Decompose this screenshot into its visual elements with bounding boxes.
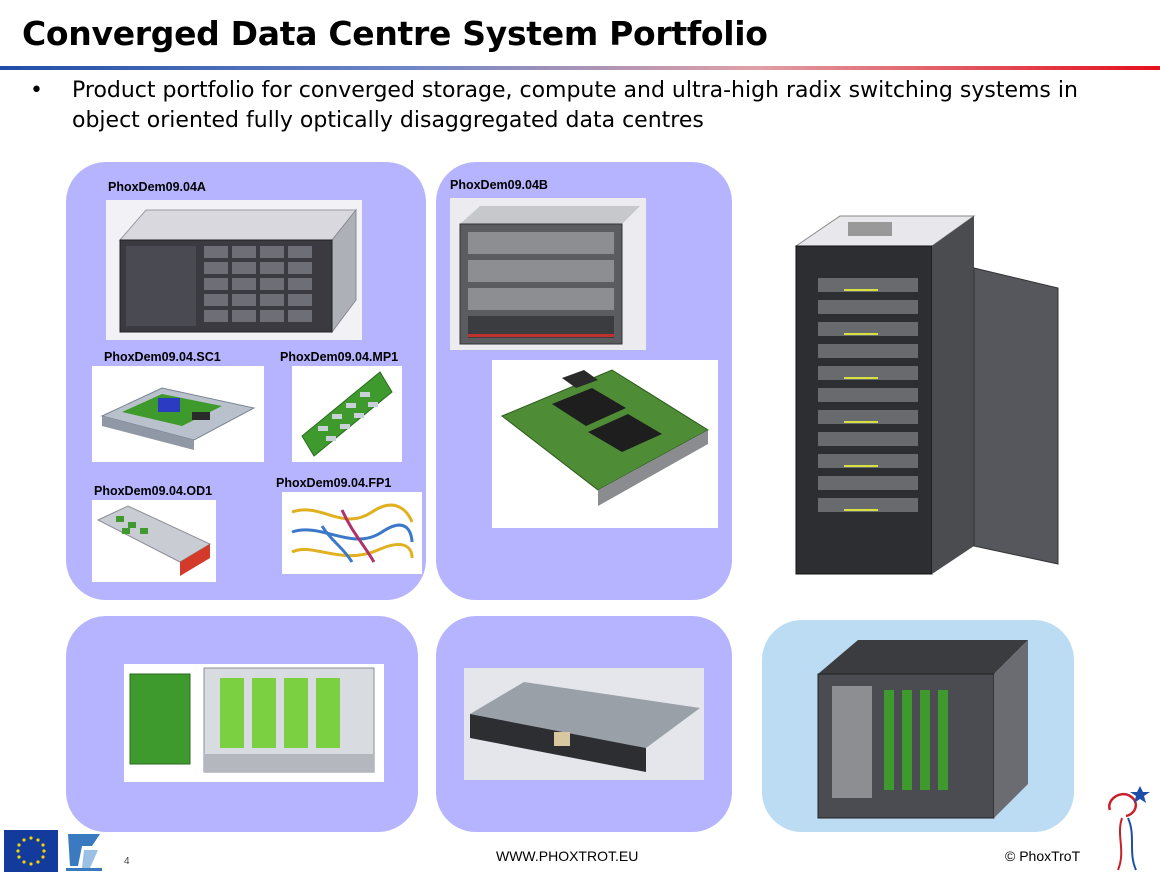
phoxtrot-logo-icon bbox=[1108, 786, 1150, 871]
slide-title: Converged Data Centre System Portfolio bbox=[22, 14, 768, 53]
eu-flag-icon bbox=[4, 830, 58, 872]
label-phoxdem-sc1: PhoxDem09.04.SC1 bbox=[104, 350, 221, 364]
switch-chassis-image bbox=[124, 664, 384, 782]
storage-chassis-image bbox=[106, 200, 362, 340]
panel-switch-chassis bbox=[66, 616, 418, 832]
bullet-text: Product portfolio for converged storage,… bbox=[72, 78, 1078, 133]
fp1-fibre-image bbox=[282, 492, 422, 574]
mp1-board-image bbox=[292, 366, 402, 462]
footer-website-link[interactable]: WWW.PHOXTROT.EU bbox=[496, 848, 639, 864]
server-unit-image bbox=[464, 668, 704, 780]
blade-enclosure-image bbox=[798, 634, 1034, 822]
panel-storage-family: PhoxDem09.04A PhoxDem09.04.SC1 PhoxDem09 bbox=[66, 162, 426, 600]
page-number: 4 bbox=[124, 856, 130, 867]
od1-drive-image bbox=[92, 500, 216, 582]
label-phoxdem-mp1: PhoxDem09.04.MP1 bbox=[280, 350, 399, 364]
panel-compute-family: PhoxDem09.04B bbox=[436, 162, 732, 600]
sc1-board-image bbox=[92, 366, 264, 462]
label-phoxdem-od1: PhoxDem09.04.OD1 bbox=[94, 484, 213, 498]
title-rule bbox=[0, 66, 1160, 70]
bullet-symbol: • bbox=[30, 78, 43, 103]
label-phoxdem-b: PhoxDem09.04B bbox=[450, 178, 548, 192]
panel-server-unit bbox=[436, 616, 732, 832]
bullet-item: • Product portfolio for converged storag… bbox=[30, 76, 1130, 136]
compute-blade-image bbox=[492, 360, 718, 528]
fp7-logo-icon bbox=[66, 834, 102, 871]
panel-blade-enclosure bbox=[762, 620, 1074, 832]
copyright-notice: © PhoxTroT bbox=[1005, 848, 1081, 864]
rack-cabinet-image bbox=[788, 208, 1064, 580]
label-phoxdem-fp1: PhoxDem09.04.FP1 bbox=[276, 476, 392, 490]
label-phoxdem-a: PhoxDem09.04A bbox=[108, 180, 206, 194]
compute-chassis-image bbox=[450, 198, 646, 350]
